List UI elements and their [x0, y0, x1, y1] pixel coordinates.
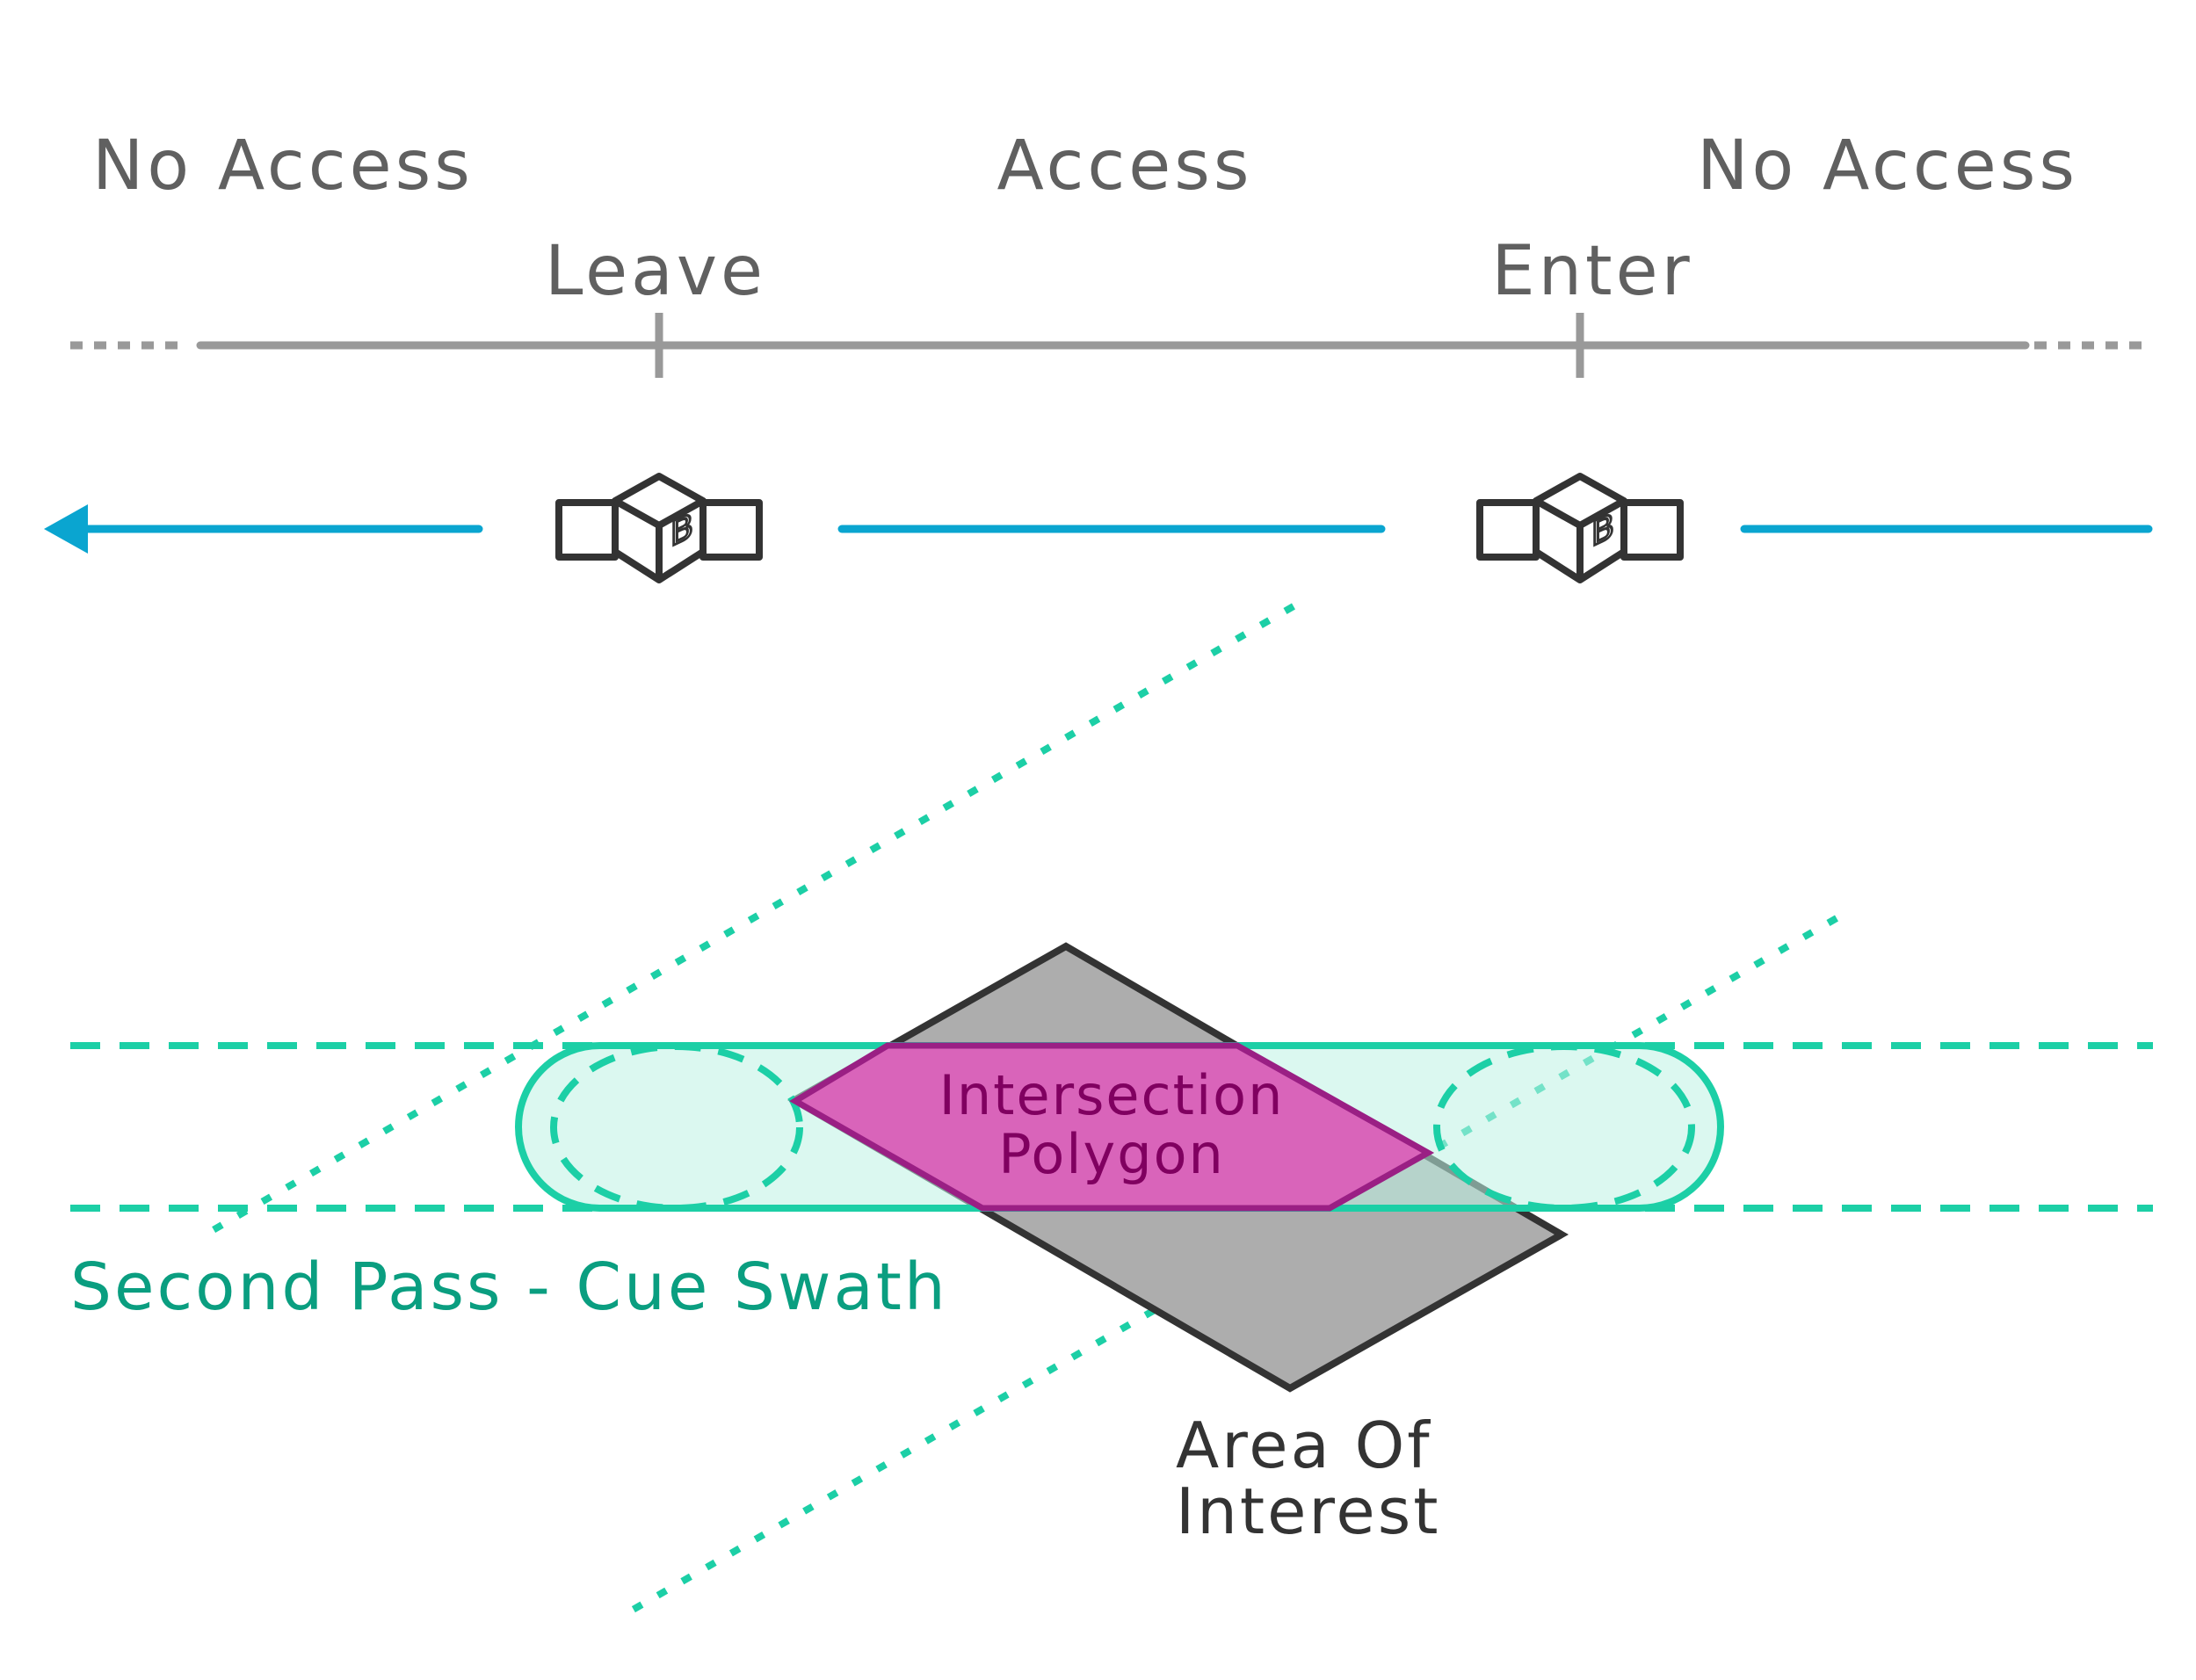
intersection-label-line2: Polygon — [998, 1122, 1225, 1186]
swath-footprint-right — [1433, 1043, 1695, 1212]
arrow-left-icon — [44, 504, 88, 554]
aoi-label-line1: Area Of — [1176, 1408, 1432, 1482]
satellite-icon: B — [1480, 476, 1680, 580]
swath-footprint-left — [550, 1043, 803, 1212]
access-timeline — [70, 313, 2153, 378]
intersection-polygon — [789, 1042, 1435, 1212]
satellite-icon: B — [559, 476, 759, 580]
intersection-label-line1: Intersection — [939, 1063, 1285, 1127]
fov-line-enter — [627, 915, 1838, 1616]
enter-label: Enter — [1491, 232, 1692, 311]
leave-label: Leave — [545, 232, 766, 311]
zone-label-access: Access — [997, 127, 1252, 206]
swath-label: Second Pass - Cue Swath — [70, 1249, 948, 1325]
orbit-track — [44, 504, 2153, 554]
zone-label-no-access-right: No Access — [1697, 127, 2078, 206]
aoi-label-line2: Interest — [1176, 1474, 1440, 1548]
zone-label-no-access-left: No Access — [92, 127, 474, 206]
sensor-fov-lines — [195, 603, 1838, 1616]
